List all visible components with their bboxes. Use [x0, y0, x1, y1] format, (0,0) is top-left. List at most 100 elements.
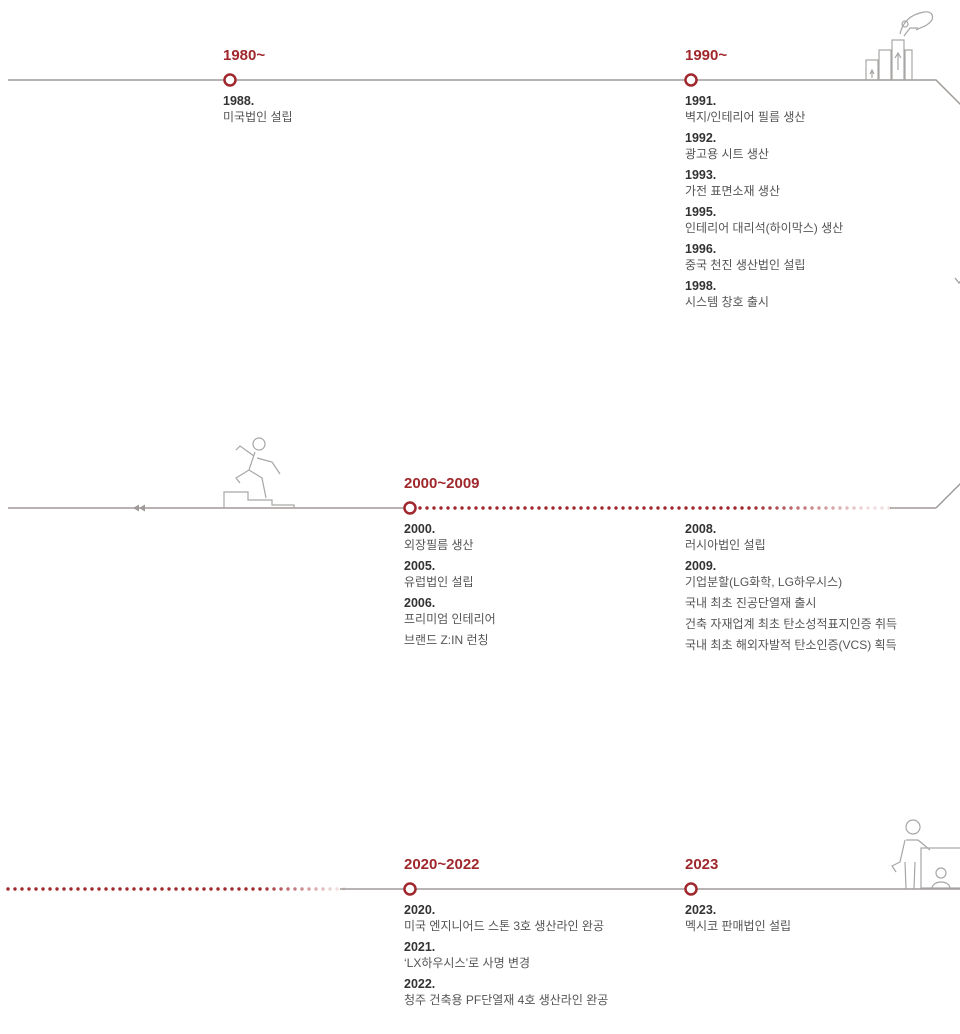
era-marker-1990 — [684, 73, 698, 87]
track-dot — [845, 506, 849, 510]
track-dot — [614, 506, 618, 510]
track-dot — [726, 506, 730, 510]
track-dot — [677, 506, 681, 510]
track-dot — [530, 506, 534, 510]
track-dot — [223, 887, 227, 891]
track-dot — [817, 506, 821, 510]
track-dot — [775, 506, 779, 510]
track-dot — [425, 506, 429, 510]
track-dot — [195, 887, 199, 891]
event-description: ‘LX하우시스’로 사명 변경 — [404, 956, 531, 970]
era-1980s: 1980~ 1988.미국법인 설립 — [223, 47, 293, 130]
track-dot — [118, 887, 122, 891]
era-marker-1980 — [223, 73, 237, 87]
track-dot — [488, 506, 492, 510]
event-year: 1998. — [685, 279, 717, 293]
event-year: 2022. — [404, 977, 436, 991]
event-year: 2006. — [404, 596, 436, 610]
track-dot — [558, 506, 562, 510]
event-year: 2009. — [685, 559, 717, 573]
track-dot — [467, 506, 471, 510]
event-description: 광고용 시트 생산 — [685, 147, 769, 161]
double-arrow-left-icon — [133, 504, 145, 512]
event-description: 브랜드 Z:IN 런칭 — [404, 633, 489, 647]
track-dot — [27, 887, 31, 891]
track-dot — [761, 506, 765, 510]
track-dot — [600, 506, 604, 510]
track-dot — [111, 887, 115, 891]
track-dot — [13, 887, 17, 891]
event-description: 프리미엄 인테리어 — [404, 612, 496, 626]
event-year: 1991. — [685, 94, 717, 108]
track-dot — [321, 887, 325, 891]
track-dot — [740, 506, 744, 510]
track-dot — [642, 506, 646, 510]
track-dot — [181, 887, 185, 891]
event-description: 인테리어 대리석(하이막스) 생산 — [685, 221, 844, 235]
event-description: 유럽법인 설립 — [404, 575, 474, 589]
track-dot — [418, 506, 422, 510]
event-description: 가전 표면소재 생산 — [685, 184, 780, 198]
track-dot — [782, 506, 786, 510]
track-dot — [474, 506, 478, 510]
track-dot — [69, 887, 73, 891]
track-dot — [551, 506, 555, 510]
track-dot — [439, 506, 443, 510]
track-dot — [104, 887, 108, 891]
era-title: 1990~ — [685, 47, 728, 64]
track-dot — [495, 506, 499, 510]
track-dot — [670, 506, 674, 510]
track-dot — [286, 887, 290, 891]
event-year: 2000. — [404, 522, 436, 536]
track-dot — [621, 506, 625, 510]
event-description: 미국법인 설립 — [223, 110, 293, 124]
track-dot — [20, 887, 24, 891]
era-title: 2020~2022 — [404, 856, 480, 873]
track-dot — [125, 887, 129, 891]
track-dot — [279, 887, 283, 891]
track-dot — [62, 887, 66, 891]
track-dot — [803, 506, 807, 510]
track-dot — [712, 506, 716, 510]
timeline-track-row1 — [8, 79, 960, 106]
track-dot — [838, 506, 842, 510]
event-description: 벽지/인테리어 필름 생산 — [685, 110, 806, 124]
track-dot — [300, 887, 304, 891]
event-year: 1993. — [685, 168, 717, 182]
track-dot — [768, 506, 772, 510]
track-dot — [824, 506, 828, 510]
event-description: 멕시코 판매법인 설립 — [685, 919, 792, 933]
track-dot — [139, 887, 143, 891]
track-dot — [509, 506, 513, 510]
track-dot — [586, 506, 590, 510]
track-dot — [880, 506, 884, 510]
track-dot — [831, 506, 835, 510]
track-dot — [48, 887, 52, 891]
track-dot — [216, 887, 220, 891]
track-dot — [635, 506, 639, 510]
track-dot — [873, 506, 877, 510]
track-dot — [188, 887, 192, 891]
event-year: 1996. — [685, 242, 717, 256]
era-events: 2023.멕시코 판매법인 설립 — [685, 902, 791, 935]
track-dot — [481, 506, 485, 510]
presenter-icon — [891, 819, 960, 890]
track-dot — [314, 887, 318, 891]
track-dot — [537, 506, 541, 510]
event-year: 2008. — [685, 522, 717, 536]
track-dot — [202, 887, 206, 891]
event-year: 2021. — [404, 940, 436, 954]
event-description: 기업분할(LG화학, LG하우시스) — [685, 575, 843, 589]
event-year: 1995. — [685, 205, 717, 219]
track-dot — [544, 506, 548, 510]
track-dot — [209, 887, 213, 891]
track-dot — [83, 887, 87, 891]
timeline-loop-right — [935, 482, 960, 509]
track-dot — [132, 887, 136, 891]
